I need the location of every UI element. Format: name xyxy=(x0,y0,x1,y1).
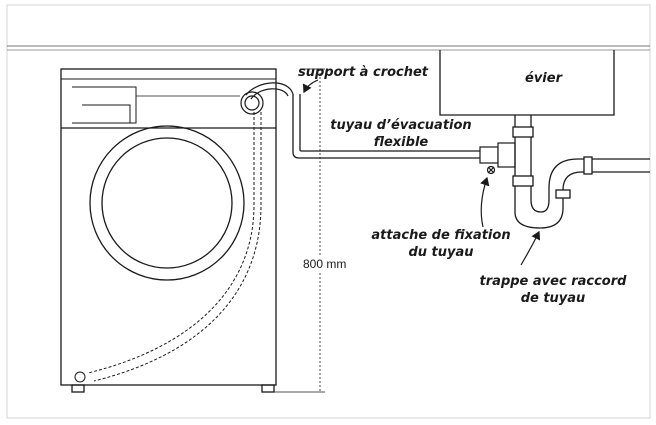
machine-foot-left xyxy=(71,384,85,393)
arrow-hook-support xyxy=(302,79,319,94)
machine-foot-right xyxy=(261,384,275,393)
label-height: 800 mm xyxy=(301,257,349,271)
label-trap-line1: trappe avec raccord xyxy=(479,274,627,289)
label-sink: évier xyxy=(525,71,562,86)
door-inner xyxy=(101,137,233,269)
sink-basin xyxy=(439,50,615,116)
label-drain-hose-line1: tuyau d’évacuation xyxy=(330,118,472,133)
label-trap-line2: de tuyau xyxy=(520,291,586,306)
label-clip-line2: du tuyau xyxy=(408,245,474,260)
rear-hose-dashed-2 xyxy=(93,112,262,382)
rear-hose-dashed xyxy=(87,112,255,374)
label-drain-hose: tuyau d’évacuation flexible xyxy=(330,117,472,151)
door-outer xyxy=(89,125,245,281)
label-clip-line1: attache de fixation xyxy=(371,228,511,243)
label-trap: trappe avec raccord de tuyau xyxy=(473,273,633,307)
label-hook-support: support à crochet xyxy=(298,65,429,80)
hook-support xyxy=(240,82,294,115)
washing-machine xyxy=(60,68,277,393)
arrow-clip xyxy=(480,176,490,228)
frame-border xyxy=(6,4,651,419)
drain-hose xyxy=(292,94,480,159)
label-drain-hose-line2: flexible xyxy=(373,135,429,150)
label-clip: attache de fixation du tuyau xyxy=(366,227,516,261)
drawer-inner xyxy=(82,104,131,123)
sink-trap xyxy=(514,156,650,229)
drain-pipe xyxy=(512,115,534,212)
hose-inlet xyxy=(74,371,86,383)
machine-body xyxy=(60,68,277,386)
arrow-trap xyxy=(520,230,541,266)
detergent-drawer xyxy=(72,86,137,124)
hose-connector xyxy=(479,142,516,175)
